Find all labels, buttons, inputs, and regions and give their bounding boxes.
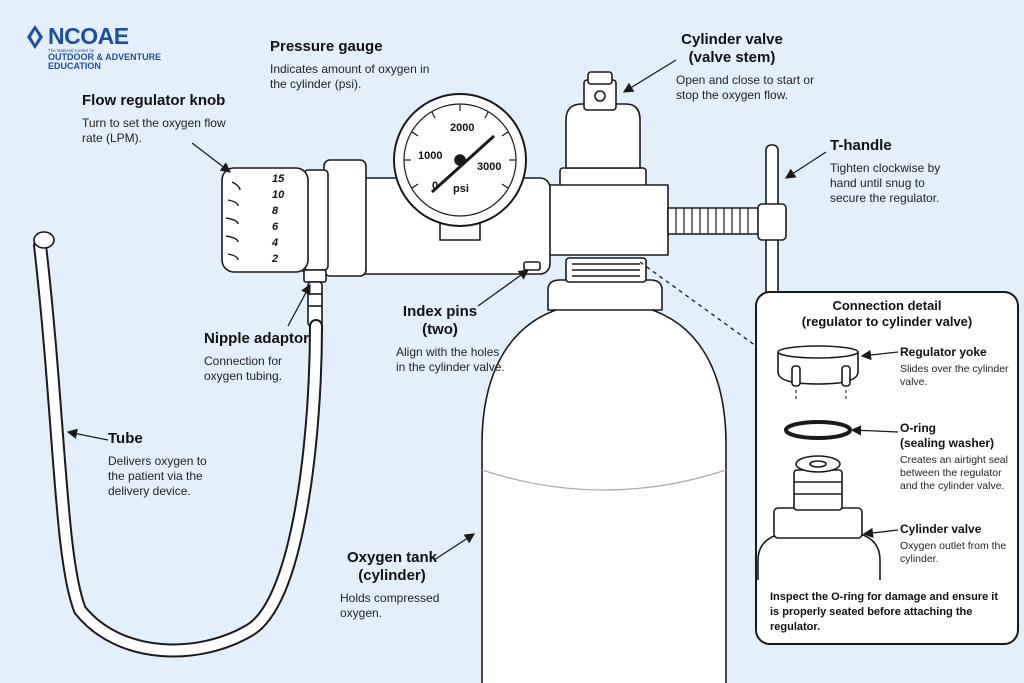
valve-stem-body (565, 103, 641, 169)
detail-oring-desc: Creates an airtight seal between the reg… (900, 454, 1008, 492)
valve-stem-hole (594, 90, 606, 102)
knob-grip (225, 181, 241, 261)
flow-knob (221, 167, 309, 273)
logo-name: NCOAE (48, 23, 129, 49)
detail-valve-body (757, 533, 881, 580)
tube-desc: Delivers oxygen to the patient via the d… (108, 454, 207, 498)
flow-knob-title: Flow regulator knob (82, 92, 226, 109)
flow-knob-label: Flow regulator knob Turn to set the oxyg… (82, 92, 232, 146)
cylinder-valve-title: Cylinder valve (681, 31, 783, 48)
oxygen-tank-desc: Holds compressed oxygen. (340, 591, 440, 620)
cylinder-valve-label: Cylinder valve (valve stem) Open and clo… (676, 31, 816, 103)
index-pins-desc: Align with the holes in the cylinder val… (396, 345, 505, 374)
index-pin (523, 261, 541, 271)
logo-subtitle: The National Center for (48, 48, 95, 53)
nipple-adaptor-label: Nipple adaptor Connection for oxygen tub… (204, 330, 324, 384)
valve-threads (572, 263, 640, 277)
t-handle-screw (667, 207, 765, 235)
t-handle-title: T-handle (830, 137, 892, 154)
detail-oring-label: O-ring (sealing washer) Creates an airti… (900, 421, 1012, 493)
oxygen-tank-subtitle: (cylinder) (358, 567, 426, 584)
detail-o-ring (784, 420, 852, 440)
gauge-tick-0: 0 (432, 180, 439, 192)
oxygen-tank-title: Oxygen tank (346, 549, 438, 566)
detail-valve-threads (793, 469, 843, 511)
knob-dial-numbers: 15 10 8 6 4 2 (272, 171, 284, 267)
detail-valve-label: Cylinder valve Oxygen outlet from the cy… (900, 522, 1010, 566)
logo-line2: EDUCATION (48, 61, 101, 71)
nipple-adaptor-desc: Connection for oxygen tubing. (204, 354, 283, 383)
pressure-gauge-desc: Indicates amount of oxygen in the cylind… (270, 62, 430, 91)
tube-label: Tube Delivers oxygen to the patient via … (108, 430, 218, 499)
tank-neck (547, 279, 663, 311)
dial-number: 10 (272, 189, 285, 201)
oxygen-tank-label: Oxygen tank (cylinder) Holds compressed … (340, 549, 460, 621)
detail-title: Connection detail (832, 298, 942, 313)
detail-yoke-desc: Slides over the cylinder valve. (900, 363, 1009, 388)
detail-yoke-title: Regulator yoke (900, 345, 987, 359)
detail-note: Inspect the O-ring for damage and ensure… (770, 591, 998, 633)
oxygen-tank-body (481, 307, 727, 683)
pressure-gauge-label: Pressure gauge Indicates amount of oxyge… (270, 38, 440, 92)
detail-heading: Connection detail (regulator to cylinder… (756, 298, 1018, 330)
nipple-adaptor-top (303, 269, 327, 283)
logo-diamond-icon (27, 25, 43, 49)
regulator-yoke (547, 184, 669, 256)
dial-number: 8 (272, 205, 279, 217)
flow-knob-desc: Turn to set the oxygen flow rate (LPM). (82, 116, 226, 145)
index-pins-subtitle: (two) (422, 321, 458, 338)
tank-seam (481, 469, 727, 491)
tube-title: Tube (108, 430, 143, 447)
cylinder-valve-desc: Open and close to start or stop the oxyg… (676, 73, 815, 102)
gauge-tick-1000: 1000 (418, 150, 443, 162)
detail-subtitle: (regulator to cylinder valve) (801, 314, 973, 329)
regulator-collar (323, 159, 367, 277)
valve-stem-top (587, 71, 613, 85)
t-handle-hub (757, 203, 787, 241)
t-handle-label: T-handle Tighten clockwise by hand until… (830, 137, 950, 206)
detail-oring-subtitle: (sealing washer) (900, 436, 995, 450)
logo-line1: OUTDOOR & ADVENTURE (48, 52, 162, 62)
index-pins-label: Index pins (two) Align with the holes in… (396, 303, 506, 375)
index-pins-title: Index pins (402, 303, 478, 320)
ncoae-logo: NCOAE The National Center for OUTDOOR & … (26, 24, 161, 71)
detail-yoke-label: Regulator yoke Slides over the cylinder … (900, 345, 1010, 389)
gauge-tick-2000: 2000 (450, 122, 475, 134)
detail-valve-title: Cylinder valve (900, 522, 982, 536)
dial-number: 6 (272, 221, 279, 233)
gauge-unit: psi (453, 183, 469, 195)
detail-valve-desc: Oxygen outlet from the cylinder. (900, 540, 1007, 565)
tube-end (33, 231, 55, 249)
gauge-ticks (404, 104, 516, 189)
nipple-adaptor-title: Nipple adaptor (204, 330, 310, 347)
cylinder-valve-subtitle: (valve stem) (688, 49, 776, 66)
dial-number: 15 (272, 173, 285, 185)
pressure-gauge-title: Pressure gauge (270, 38, 383, 55)
t-handle-desc: Tighten clockwise by hand until snug to … (830, 161, 941, 205)
gauge-tick-3000: 3000 (477, 161, 502, 173)
detail-oring-title: O-ring (900, 421, 936, 435)
dial-number: 2 (272, 253, 279, 265)
dial-number: 4 (272, 237, 279, 249)
